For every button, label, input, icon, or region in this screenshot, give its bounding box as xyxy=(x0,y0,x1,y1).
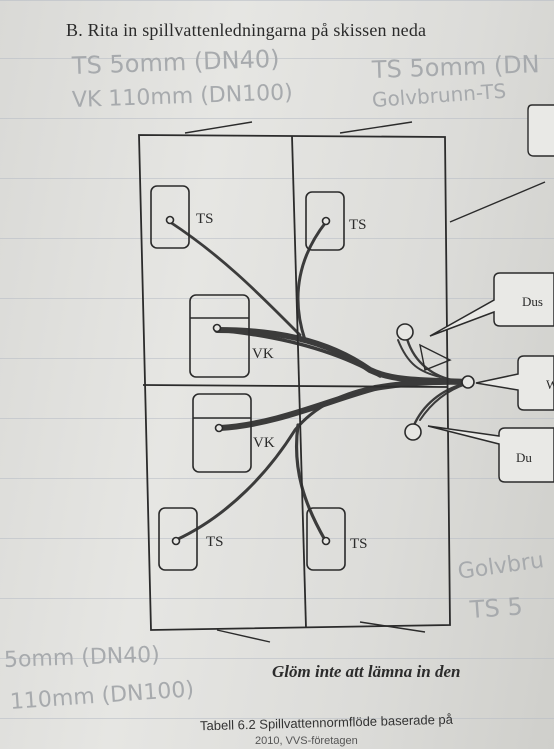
ruled-line xyxy=(0,238,554,239)
ts-drain-point xyxy=(165,215,175,225)
vk-label: VK xyxy=(252,346,274,362)
ruled-line xyxy=(0,718,554,719)
callout-dusch-top xyxy=(429,272,554,337)
pipe xyxy=(168,220,302,337)
reminder-text: Glöm inte att lämna in den xyxy=(272,662,461,681)
ruled-line xyxy=(0,358,554,359)
callout-label: Du xyxy=(516,450,532,465)
vk-fixture xyxy=(189,294,250,378)
ts-fixture xyxy=(306,507,346,571)
question-heading: B. Rita in spillvattenledningarna på ski… xyxy=(66,20,427,40)
leader-line xyxy=(216,629,271,643)
ruled-line xyxy=(0,298,554,299)
ts-drain-point xyxy=(171,536,181,546)
pipe xyxy=(410,383,462,432)
leader-line xyxy=(359,621,426,633)
ts-label: TS xyxy=(349,217,367,233)
ruled-line xyxy=(0,538,554,539)
shower-drain xyxy=(396,323,414,341)
ts-drain-point xyxy=(321,536,331,546)
vk-drain-point xyxy=(214,423,224,433)
ts-fixture xyxy=(158,507,198,571)
leader-line xyxy=(449,181,546,223)
ruled-line xyxy=(0,58,554,59)
pipe xyxy=(296,220,328,342)
ts-label: TS xyxy=(196,211,214,227)
ts-label: TS xyxy=(350,536,368,552)
callout-label: Dus xyxy=(522,294,543,309)
pipe xyxy=(294,423,327,542)
divider-wall-vertical xyxy=(291,135,307,629)
pipe xyxy=(215,328,382,378)
pipe xyxy=(419,383,467,421)
callout-middle xyxy=(475,355,554,411)
vk-drain-point xyxy=(212,323,222,333)
vk-fixture xyxy=(192,393,252,473)
ruled-line xyxy=(0,598,554,599)
pipe xyxy=(404,333,454,382)
vk-label: VK xyxy=(253,435,275,451)
ts-label: TS xyxy=(206,534,224,550)
ts-fixture xyxy=(305,191,345,251)
leader-line xyxy=(339,121,413,134)
pipe xyxy=(174,384,382,542)
table-caption-sub: 2010, VVS-företagen xyxy=(255,735,358,747)
valve-symbol xyxy=(419,343,452,371)
callout-card xyxy=(527,104,554,157)
ruled-line xyxy=(0,658,554,659)
building-outline xyxy=(138,134,451,631)
ts-fixture xyxy=(150,185,190,249)
floor-drain xyxy=(461,375,475,389)
pipe-main xyxy=(217,378,471,431)
shower-drain xyxy=(404,423,422,441)
ruled-line xyxy=(0,178,554,179)
ruled-line xyxy=(0,0,554,1)
pipe xyxy=(397,339,441,378)
ruled-line xyxy=(0,478,554,479)
ts-drain-point xyxy=(321,216,331,226)
callout-label: W xyxy=(546,377,554,392)
ruled-line xyxy=(0,118,554,119)
leader-line xyxy=(184,121,253,134)
callout-dusch-bottom xyxy=(427,425,554,483)
